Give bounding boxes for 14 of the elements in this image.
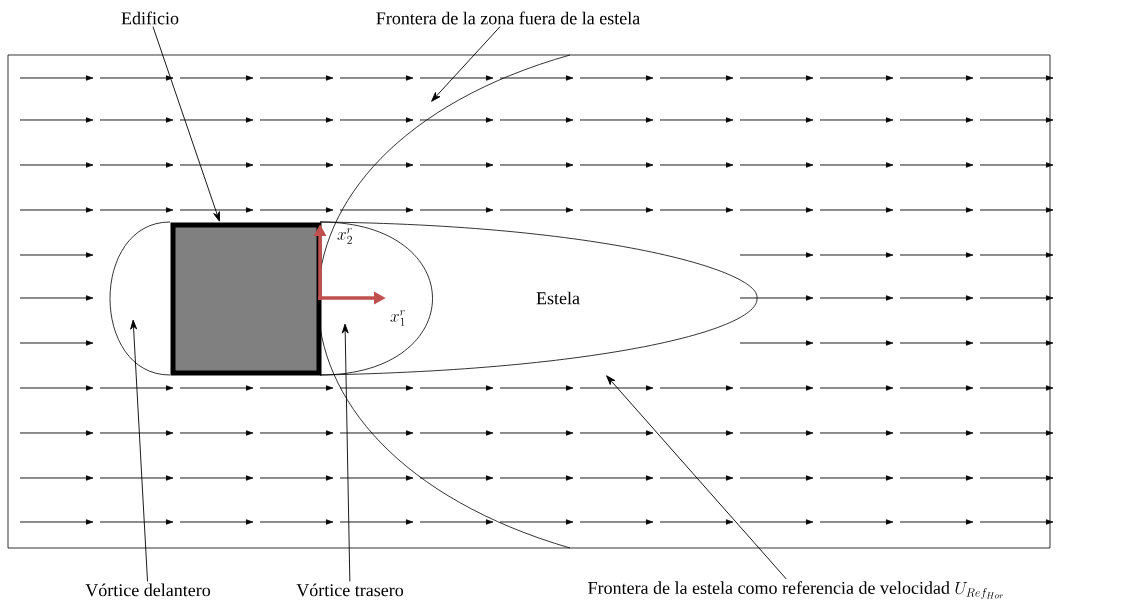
- leader-line: [341, 323, 351, 582]
- axis-label: $x_2^r$: [337, 228, 352, 244]
- callout-label: Vórtice delantero: [85, 583, 211, 597]
- callout-label: Vórtice trasero: [296, 583, 404, 597]
- leader-line: [606, 375, 787, 580]
- callout-label: Frontera de la estela como referencia de velocidad $U_{Ref_{Hor}}$: [588, 581, 1003, 599]
- leader-line: [152, 26, 220, 222]
- leader-line: [130, 319, 148, 582]
- callout-label: Edificio: [121, 11, 179, 25]
- callout-label: Frontera de la zona fuera de la estela: [376, 11, 640, 25]
- building-box: [170, 222, 322, 376]
- front-vortex-outline: [109, 221, 171, 376]
- axis-label: $x_1^r$: [390, 310, 405, 326]
- leader-line: [431, 26, 501, 102]
